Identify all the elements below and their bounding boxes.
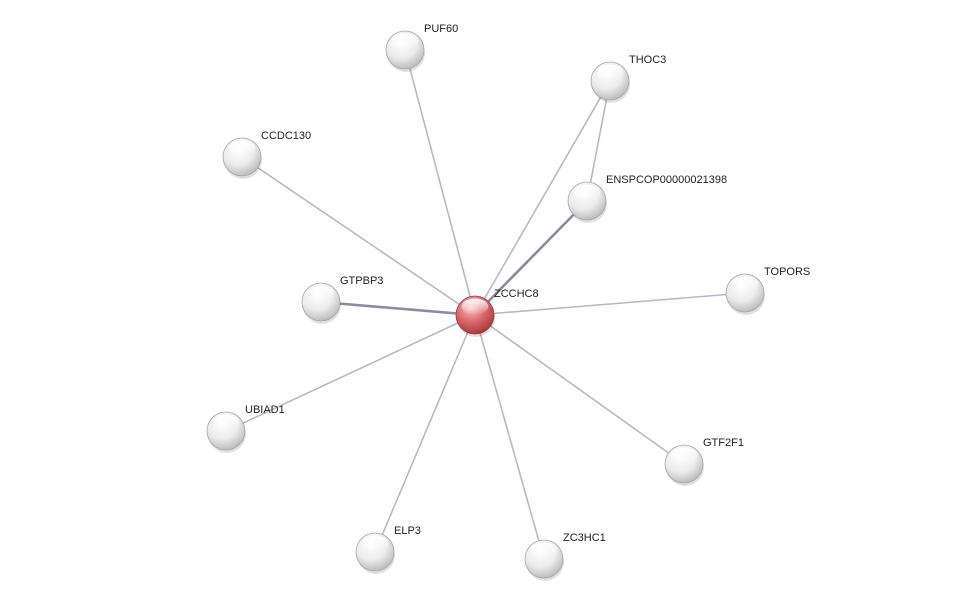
node-highlight <box>596 64 624 81</box>
edge-zcchc8-ubiad1 <box>225 314 476 432</box>
node-highlight <box>391 33 419 50</box>
node-ccdc130[interactable]: CCDC130 <box>222 130 311 179</box>
node-highlight <box>361 535 389 552</box>
edge-zcchc8-puf60 <box>404 49 476 316</box>
node-label-gtf2f1: GTF2F1 <box>703 437 744 449</box>
node-ubiad1[interactable]: UBIAD1 <box>206 404 285 453</box>
node-highlight <box>461 298 489 315</box>
node-label-puf60: PUF60 <box>424 23 458 35</box>
edges <box>225 49 746 560</box>
edge-zcchc8-gtf2f1 <box>474 314 685 465</box>
node-label-gtpbp3: GTPBP3 <box>340 275 383 287</box>
node-label-zcchc8: ZCCHC8 <box>494 288 539 300</box>
node-highlight <box>670 447 698 464</box>
node-highlight <box>228 140 256 157</box>
node-highlight <box>530 542 558 559</box>
node-highlight <box>307 285 335 302</box>
edge-zcchc8-ccdc130 <box>241 156 476 316</box>
node-label-enspcop00000021398: ENSPCOP00000021398 <box>606 174 727 186</box>
edge-zcchc8-gtpbp3 <box>320 300 476 317</box>
node-elp3[interactable]: ELP3 <box>355 525 421 574</box>
node-label-ccdc130: CCDC130 <box>261 130 311 142</box>
nodes: PUF60THOC3CCDC130ENSPCOP00000021398TOPOR… <box>206 23 810 581</box>
node-topors[interactable]: TOPORS <box>725 266 810 315</box>
node-puf60[interactable]: PUF60 <box>385 23 458 72</box>
node-zc3hc1[interactable]: ZC3HC1 <box>524 532 606 581</box>
node-thoc3[interactable]: THOC3 <box>590 54 666 103</box>
node-enspcop00000021398[interactable]: ENSPCOP00000021398 <box>567 174 727 223</box>
edge-zcchc8-elp3 <box>374 314 476 553</box>
node-zcchc8[interactable]: ZCCHC8 <box>455 288 539 337</box>
node-label-thoc3: THOC3 <box>629 54 666 66</box>
node-label-elp3: ELP3 <box>394 525 421 537</box>
edge-zcchc8-topors <box>474 292 746 316</box>
node-highlight <box>573 184 601 201</box>
edge-zcchc8-thoc3 <box>474 80 611 316</box>
node-label-topors: TOPORS <box>764 266 810 278</box>
edge-zcchc8-zc3hc1 <box>474 314 545 560</box>
edge-zcchc8-enspcop00000021398 <box>474 200 588 316</box>
edge-thoc3-enspcop00000021398 <box>586 80 611 202</box>
node-label-zc3hc1: ZC3HC1 <box>563 532 606 544</box>
node-highlight <box>212 414 240 431</box>
node-highlight <box>731 276 759 293</box>
node-gtf2f1[interactable]: GTF2F1 <box>664 437 744 486</box>
node-label-ubiad1: UBIAD1 <box>245 404 285 416</box>
node-gtpbp3[interactable]: GTPBP3 <box>301 275 383 324</box>
